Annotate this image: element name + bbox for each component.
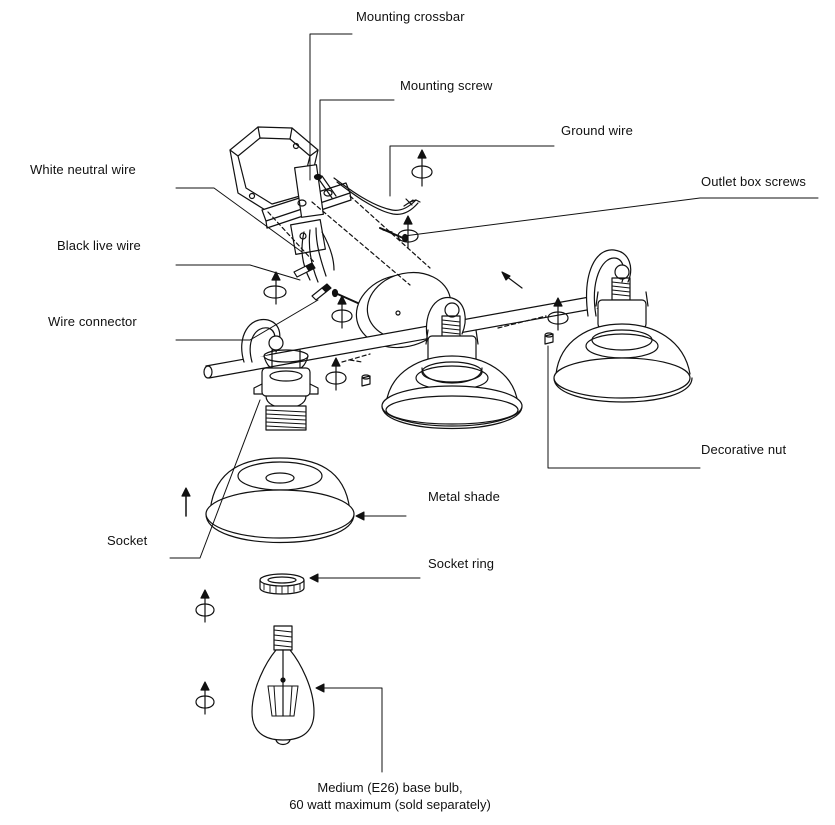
wire-connector <box>293 262 332 301</box>
assembly-guides <box>267 195 547 363</box>
edison-bulb <box>251 625 315 746</box>
label-white-neutral-wire: White neutral wire <box>30 162 136 177</box>
label-socket-ring: Socket ring <box>428 556 495 571</box>
decorative-nut <box>361 332 554 387</box>
rotate-arrow-icon <box>331 295 353 329</box>
bulb-caption: Medium (E26) base bulb, 60 watt maximum … <box>210 779 570 813</box>
label-metal-shade: Metal shade <box>428 489 500 504</box>
rotate-arrow-icon <box>263 271 287 305</box>
left-lamp-arm <box>241 318 319 431</box>
up-arrow-icon <box>181 487 191 517</box>
bulb-caption-line2: 60 watt maximum (sold separately) <box>289 797 491 812</box>
rotate-arrow-icon <box>195 681 215 715</box>
house-wires <box>301 227 335 283</box>
bulb-caption-line1: Medium (E26) base bulb, <box>317 780 463 795</box>
middle-lamp <box>381 297 523 429</box>
metal-shade <box>205 457 355 543</box>
ground-wire <box>333 177 421 215</box>
rotate-arrow-icon <box>547 297 569 331</box>
rotate-arrow-icon <box>411 149 433 187</box>
socket-ring <box>259 573 305 595</box>
direction-arrow <box>501 271 523 289</box>
label-wire-connector: Wire connector <box>48 314 137 329</box>
right-lamp <box>553 249 693 403</box>
leader-lines <box>169 33 819 773</box>
label-outlet-box-screws: Outlet box screws <box>701 174 807 189</box>
mounting-screw <box>313 173 337 199</box>
label-mounting-crossbar: Mounting crossbar <box>356 9 465 24</box>
rotate-arrow-icon <box>195 589 215 623</box>
label-decorative-nut: Decorative nut <box>701 442 787 457</box>
label-mounting-screw: Mounting screw <box>400 78 493 93</box>
label-black-live-wire: Black live wire <box>57 238 141 253</box>
rotate-arrow-icon <box>325 357 347 391</box>
label-ground-wire: Ground wire <box>561 123 633 138</box>
rotate-arrow-icon <box>397 215 419 249</box>
label-socket: Socket <box>107 533 148 548</box>
outlet-box-screws <box>331 227 409 305</box>
